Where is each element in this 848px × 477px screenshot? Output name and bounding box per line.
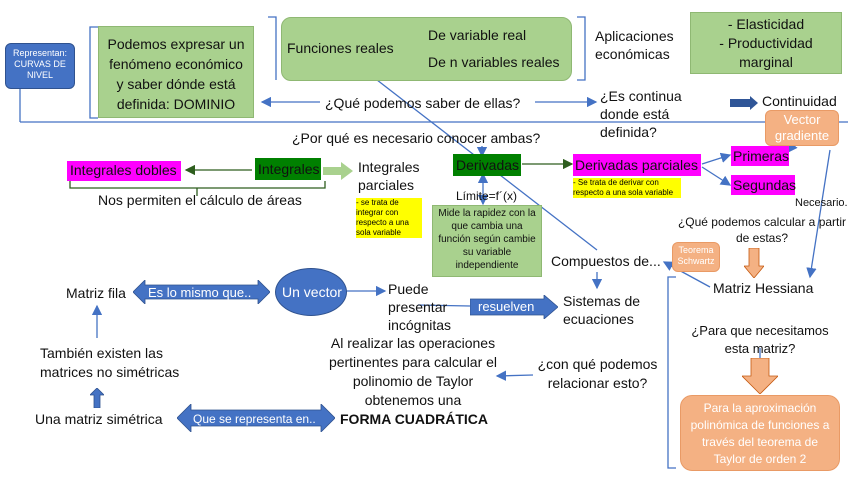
primeras-box	[731, 146, 789, 166]
integrales-parciales-label: Integrales parciales	[358, 159, 420, 193]
productividad-label: - Productividad marginal	[719, 35, 813, 70]
matriz-hessiana-label: Matriz Hessiana	[713, 280, 814, 296]
elasticidad-label: - Elasticidad	[727, 16, 805, 32]
variable-real-label: De variable real	[428, 27, 527, 43]
que-se-representa-label: Que se representa en..	[193, 412, 316, 426]
simetrica-up-arrow	[89, 387, 105, 413]
aplicaciones-label: Aplicaciones económicas	[595, 28, 674, 62]
matriz-fila-label: Matriz fila	[66, 285, 126, 301]
aproximacion-box: Para la aproximación polinómica de funci…	[680, 395, 840, 471]
es-lo-mismo-label: Es lo mismo que..	[148, 285, 252, 300]
por-que-label: ¿Por qué es necesario conocer ambas?	[292, 130, 541, 146]
derivadas-parciales-label: Derivadas parciales	[575, 157, 698, 173]
representan-label: Representan: CURVAS DE NIVEL	[12, 48, 68, 80]
vector-gradiente-box: Vector gradiente	[765, 110, 839, 146]
al-realizar-label: Al realizar las operaciones pertinentes …	[328, 335, 498, 408]
hessiana-down-arrow	[743, 247, 765, 283]
que-saber-label: ¿Qué podemos saber de ellas?	[325, 95, 521, 111]
continuidad-label: Continuidad	[762, 93, 837, 109]
continua-label: ¿Es continua donde está definida?	[600, 88, 682, 140]
un-vector-label: Un vector	[282, 284, 342, 300]
dominio-label: Podemos expresar un fenómeno económico y…	[107, 36, 245, 112]
rapidez-label: Mide la rapidez con la que cambia una fu…	[438, 208, 536, 271]
integrales-arrow	[323, 162, 353, 185]
segundas-label: Segundas	[733, 177, 797, 193]
rapidez-box: Mide la rapidez con la que cambia una fu…	[432, 205, 542, 277]
brace-top-right	[577, 16, 586, 81]
aplicaciones-box: - Elasticidad - Productividad marginal	[690, 12, 842, 74]
n-variables-label: De n variables reales	[428, 54, 560, 70]
brace-top-left-2	[268, 16, 277, 80]
area-label: Nos permiten el cálculo de áreas	[98, 192, 302, 208]
aproximacion-label: Para la aproximación polinómica de funci…	[690, 401, 830, 466]
primeras-label: Primeras	[733, 148, 790, 164]
derivadas-label: Derivadas	[456, 157, 520, 173]
brace-top-left	[89, 26, 98, 119]
para-que-label: ¿Para que necesitamos esta matriz?	[691, 323, 829, 356]
funciones-reales-label: Funciones reales	[287, 40, 394, 56]
compuestos-label: Compuestos de...	[551, 253, 661, 269]
vector-gradiente-label: Vector gradiente	[774, 112, 830, 143]
integrales-dobles-box	[67, 161, 181, 181]
derivadas-box	[453, 154, 521, 176]
integrales-dobles-label: Integrales dobles	[70, 162, 177, 178]
representan-box: Representan: CURVAS DE NIVEL	[5, 43, 75, 89]
derivadas-parciales-note: - Se trata de derivar con respecto a una…	[573, 178, 681, 198]
funciones-reales-box	[281, 17, 572, 81]
teorema-schwartz-box: Teorema Schwartz	[672, 242, 720, 272]
aproximacion-down-arrow	[741, 357, 779, 399]
puede-presentar-label: Puede presentar incógnitas	[388, 281, 452, 333]
con-que-label: ¿con qué podemos relacionar esto?	[537, 356, 658, 391]
forma-cuadratica-label: FORMA CUADRÁTICA	[340, 411, 489, 427]
tambien-label: También existen las matrices no simétric…	[40, 345, 180, 380]
que-calcular-label: ¿Qué podemos calcular a partir de estas?	[677, 215, 847, 245]
limite-label: Límite=f´(x)	[456, 189, 518, 203]
segundas-box	[731, 175, 795, 195]
integrales-label: Integrales	[258, 161, 320, 177]
dominio-box: Podemos expresar un fenómeno económico y…	[98, 26, 254, 118]
un-vector-circle	[275, 268, 347, 316]
sistemas-label: Sistemas de ecuaciones	[563, 293, 641, 327]
derivadas-parciales-box	[573, 154, 701, 176]
resuelven-label: resuelven	[478, 299, 535, 314]
brace-teorema	[667, 276, 676, 469]
matriz-simetrica-label: Una matriz simétrica	[35, 411, 163, 427]
resuelven-arrow	[469, 294, 559, 324]
integrales-box	[255, 158, 321, 180]
integrales-parciales-note: - se trata de integrar con respecto a un…	[356, 198, 422, 238]
teorema-schwartz-label: Teorema Schwartz	[677, 245, 715, 266]
necesario-label: Necesario...	[795, 197, 848, 209]
